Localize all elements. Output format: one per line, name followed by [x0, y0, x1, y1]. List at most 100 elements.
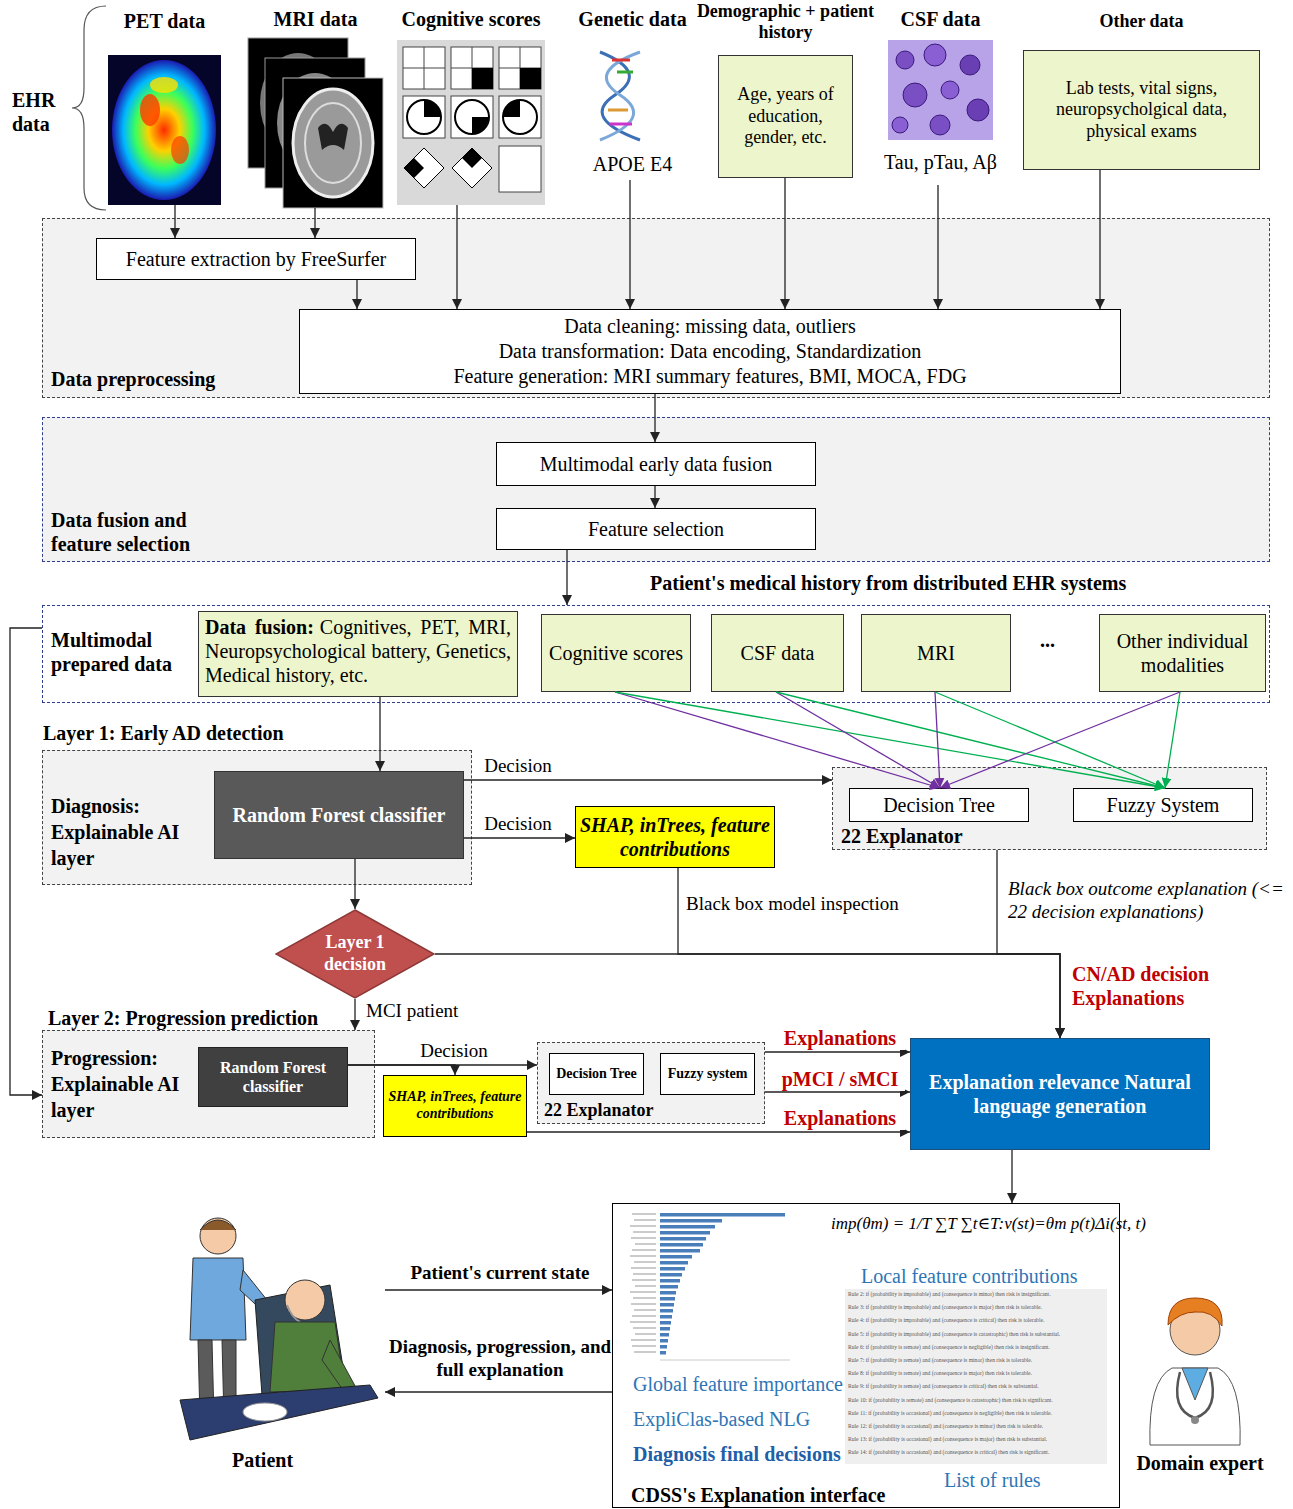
drawing-part	[503, 100, 520, 117]
rule-text: Rule 9: if (probability is remote) and (…	[848, 1384, 1039, 1390]
node-text: MRI	[917, 641, 955, 665]
drawing-part	[888, 40, 993, 140]
explanator-region: 22 Explanator Decision Tree Fuzzy System	[832, 767, 1267, 850]
rule-text: Rule 4: if (probability is improbable) a…	[848, 1318, 1044, 1324]
free-label: Patient's medical history from distribut…	[650, 571, 1126, 595]
node-text: Data transformation: Data encoding, Stan…	[499, 339, 922, 364]
drawing-part	[660, 1303, 674, 1307]
node-text: Progression: Explainable AI layer	[51, 1045, 196, 1123]
drawing-part	[452, 148, 492, 188]
node-text: 22 Explanator	[841, 824, 963, 848]
nlg-box: Explanation relevance Natural language g…	[910, 1038, 1210, 1150]
node-text: Feature generation: MRI summary features…	[453, 364, 966, 389]
node-text: imp(θm) = 1/T ∑T ∑t∈T:v(st)=θm p(t)Δi(st…	[831, 1214, 1146, 1234]
drawing-part	[924, 44, 946, 66]
drawing-part	[318, 124, 348, 150]
edge-label: pMCI / sMCI	[775, 1067, 905, 1091]
node-text: List of rules	[944, 1468, 1041, 1492]
stage-band: Data fusion and feature selectionMultimo…	[42, 417, 1270, 562]
node-text: Layer 1 decision	[309, 932, 401, 975]
drawing-part	[108, 55, 221, 205]
rule-text: Rule 10: if (probability is remote) and …	[848, 1398, 1053, 1404]
drawing-part	[660, 1345, 667, 1349]
drawing-part	[608, 109, 628, 112]
rule-text: Rule 11: if (probability is occasional) …	[848, 1411, 1052, 1417]
drawing-part	[660, 1213, 785, 1217]
drawing-part	[1177, 1372, 1213, 1418]
node-text: Fuzzy System	[1107, 793, 1220, 817]
drawing-part	[845, 1289, 1107, 1464]
drawing-part	[403, 47, 445, 89]
drawing-part	[472, 117, 489, 134]
drawing-part	[287, 1305, 300, 1322]
connector	[385, 1289, 612, 1290]
drawing-part	[903, 83, 927, 107]
node-text: Random Forest classifier	[233, 803, 446, 827]
drawing-part	[660, 1321, 671, 1325]
connector	[1011, 1150, 1012, 1203]
process-box: Decision Tree	[549, 1053, 644, 1095]
drawing-part	[404, 158, 424, 178]
drawing-part	[180, 1385, 378, 1440]
drawing-part	[407, 100, 441, 134]
drawing-part	[660, 1360, 790, 1361]
drawing-part	[499, 96, 541, 138]
drawing-part	[108, 55, 221, 205]
node-text: SHAP, inTrees, feature contributions	[384, 1089, 526, 1123]
data-box: Data fusion:Cognitives, PET, MRI, Neurop…	[198, 611, 518, 697]
node-text: Other individual modalities	[1100, 629, 1265, 677]
node-text: Random Forest classifier	[199, 1058, 347, 1096]
drawing-part	[660, 1333, 669, 1337]
drawing-part	[660, 1327, 670, 1331]
node-text: Layer 2: Progression prediction	[48, 1006, 318, 1030]
drawing-part	[660, 1339, 668, 1343]
free-label: EHR data	[12, 88, 76, 136]
connector	[464, 837, 575, 838]
node-text: Decision Tree	[883, 793, 995, 817]
drawing-part	[967, 99, 989, 121]
connector	[385, 1391, 612, 1392]
drawing-part	[630, 1214, 656, 1352]
drawing-part	[660, 1297, 675, 1301]
node-text: Diagnosis final decisions	[633, 1442, 841, 1466]
drawing-part	[892, 117, 908, 133]
drawing-part	[660, 1237, 706, 1241]
node-text: Diagnosis: Explainable AI layer	[51, 793, 201, 871]
expert-figure: Domain expert	[1125, 1280, 1275, 1475]
drawing-part	[1182, 1368, 1208, 1400]
rule-text: Rule 5: if (probability is improbable) a…	[848, 1332, 1060, 1338]
drawing-part	[499, 47, 541, 89]
connector	[765, 1051, 910, 1052]
rule-text: Rule 8: if (probability is remote) and (…	[848, 1371, 1032, 1377]
drawing-part	[180, 1218, 378, 1440]
process-box: Fuzzy system	[660, 1053, 755, 1095]
node-text: Feature selection	[588, 517, 724, 541]
connector	[348, 1064, 537, 1065]
node-text: Multimodal early data fusion	[540, 452, 773, 476]
drawing-part	[960, 55, 980, 75]
edge-label: Diagnosis, progression, and full explana…	[388, 1336, 612, 1382]
interface-panel: imp(θm) = 1/T ∑T ∑t∈T:v(st)=θm p(t)Δi(st…	[612, 1203, 1120, 1508]
rule-text: Rule 7: if (probability is remote) and (…	[848, 1358, 1032, 1364]
patient-figure: Patient	[140, 1210, 385, 1472]
inspection-box: SHAP, inTrees, feature contributions	[383, 1075, 527, 1137]
drawing-part	[112, 60, 216, 200]
node-text: MRI data	[218, 7, 413, 31]
edge-label: CN/AD decision Explanations	[1072, 962, 1227, 1010]
drawing-part	[660, 1255, 692, 1259]
connector	[527, 1131, 910, 1132]
node-text: Data preprocessing	[51, 367, 215, 391]
edge-label: Explanations	[775, 1026, 905, 1050]
rule-text: Rule 6: if (probability is remote) and (…	[848, 1345, 1050, 1351]
rule-text: Rule 2: if (probability is improbable) a…	[848, 1292, 1051, 1298]
drawing-part	[660, 1285, 678, 1289]
drawing-part	[1168, 1298, 1222, 1326]
inspection-box: SHAP, inTrees, feature contributions	[575, 806, 775, 868]
rule-text: Rule 12: if (probability is occasional) …	[848, 1424, 1043, 1430]
drawing-part	[472, 68, 493, 89]
drawing-part	[660, 1225, 715, 1229]
drawing-part	[660, 1249, 700, 1253]
edge-label: Patient's current state	[388, 1262, 612, 1285]
drawing-part	[462, 148, 482, 168]
connector	[765, 1091, 910, 1092]
